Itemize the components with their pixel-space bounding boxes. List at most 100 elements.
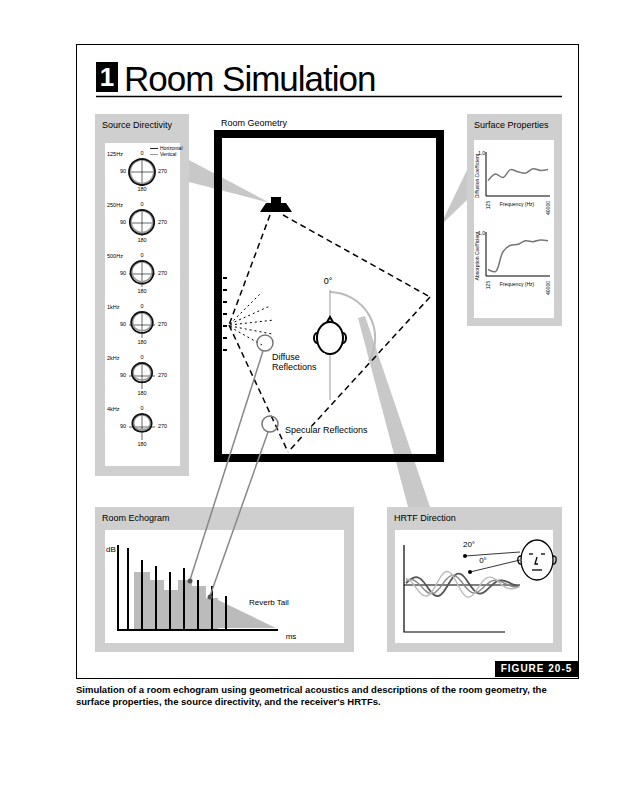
callout-wedge — [358, 316, 430, 507]
angle-label: 20° — [462, 541, 476, 549]
panel: Room Echogram — [95, 507, 354, 652]
direction-line — [465, 552, 520, 572]
polar-label: 180 — [137, 289, 146, 295]
polar-label: 0 — [140, 151, 143, 157]
panel-inner — [105, 143, 180, 466]
polar-label: 90 — [120, 220, 126, 226]
section-number: 1 — [100, 64, 114, 90]
curve-point — [468, 570, 472, 574]
polar-label: 270 — [158, 169, 167, 175]
panel: Surface Properties — [467, 114, 562, 326]
callout-wedge — [440, 170, 467, 226]
reflection-marker — [257, 335, 273, 351]
axis-label: Diffusion Coefficient — [475, 154, 480, 198]
legend-text: Vertical — [160, 152, 176, 157]
figure-number: FIGURE 20-5 — [501, 664, 573, 674]
listener-head — [314, 317, 346, 354]
polar-label: 270 — [158, 271, 167, 277]
panel-heading: Surface Properties — [474, 121, 549, 130]
echogram-point — [208, 595, 213, 600]
curve-point — [463, 554, 467, 558]
polar-label: 500Hz — [107, 254, 123, 260]
panel-inner — [395, 530, 553, 643]
echogram-label: Reverb Tail — [249, 599, 289, 607]
polar-plot — [129, 210, 155, 236]
legend: HorizontalVertical — [150, 145, 183, 157]
speaker-symbol — [260, 197, 292, 212]
axis-label: 125 — [486, 281, 491, 289]
legend-text: Horizontal — [160, 146, 183, 151]
leader-line — [190, 351, 268, 596]
legend-line-sample — [150, 148, 158, 149]
panel-inner — [105, 530, 344, 643]
polar-label: 180 — [137, 391, 146, 397]
polar-label: 0 — [140, 202, 143, 208]
polar-label: 270 — [158, 373, 167, 379]
polar-label: 0 — [140, 253, 143, 259]
panel-ground — [387, 507, 562, 652]
polar-label: 0 — [140, 406, 143, 412]
wall-diffuser — [223, 278, 227, 350]
room-wall — [218, 134, 440, 458]
polar-label: 180 — [137, 187, 146, 193]
polar-label: 90 — [120, 373, 126, 379]
callout-wedge — [189, 160, 270, 203]
polar-plot — [129, 414, 155, 440]
polar-label: 180 — [137, 442, 146, 448]
figure-number-box — [495, 661, 578, 677]
panel-inner — [474, 140, 554, 318]
polar-plots — [129, 159, 155, 440]
polar-label: 270 — [158, 322, 167, 328]
axis-line — [330, 355, 331, 400]
reflection-marker — [262, 416, 278, 432]
angle-label: 0° — [478, 557, 488, 565]
axis-label: 125 — [486, 201, 491, 209]
diffuse-ray — [230, 292, 274, 345]
panel-ground — [95, 507, 354, 652]
polar-label: 1kHz — [107, 305, 120, 311]
echogram-point — [188, 579, 193, 584]
echogram-label: ms — [286, 633, 297, 641]
polar-plot — [129, 261, 155, 287]
room-label: 0° — [323, 277, 334, 286]
listener-face — [518, 540, 556, 580]
polar-label: 90 — [120, 169, 126, 175]
polar-label: 270 — [158, 220, 167, 226]
panel-ground — [95, 114, 189, 476]
axis-label: 1.0 — [478, 151, 485, 156]
sound-ray — [229, 215, 430, 452]
page-frame — [77, 45, 579, 679]
polar-label: 4kHz — [107, 407, 120, 413]
axis-label: 40000 — [546, 201, 551, 215]
caption: Simulation of a room echogram using geom… — [76, 684, 578, 709]
panel: Room Geometry — [214, 112, 444, 462]
section-number-box — [96, 62, 118, 92]
polar-label: 90 — [120, 271, 126, 277]
panel-ground — [467, 114, 562, 326]
polar-label: 180 — [137, 238, 146, 244]
hrtf-curves — [406, 571, 519, 597]
panel-heading: Room Geometry — [221, 119, 287, 128]
polar-label: 0 — [140, 355, 143, 361]
polar-plot — [129, 363, 155, 389]
surface-graphs — [486, 152, 550, 276]
polar-label: 270 — [158, 424, 167, 430]
hrtf-axes — [404, 545, 520, 632]
polar-label: 2kHz — [107, 356, 120, 362]
polar-plot — [129, 312, 155, 338]
axis-label: Frequency (Hz) — [500, 202, 534, 207]
axis-label: 40000 — [546, 281, 551, 295]
polar-label: 0 — [140, 304, 143, 310]
room-label: Specular Reflections — [284, 426, 369, 435]
panel: Source Directivity — [95, 114, 189, 476]
axis-label: Frequency (Hz) — [500, 282, 534, 287]
legend-line-sample — [150, 154, 158, 155]
legend-entry: Vertical — [150, 151, 183, 157]
panel: HRTF Direction — [387, 507, 562, 652]
polar-plot — [129, 159, 155, 185]
room-label: Diffuse Reflections — [271, 353, 325, 373]
axis-label: 1.0 — [478, 231, 485, 236]
title: Room Simulation — [124, 61, 376, 96]
polar-label: 180 — [137, 340, 146, 346]
panel-heading: Source Directivity — [102, 121, 172, 130]
